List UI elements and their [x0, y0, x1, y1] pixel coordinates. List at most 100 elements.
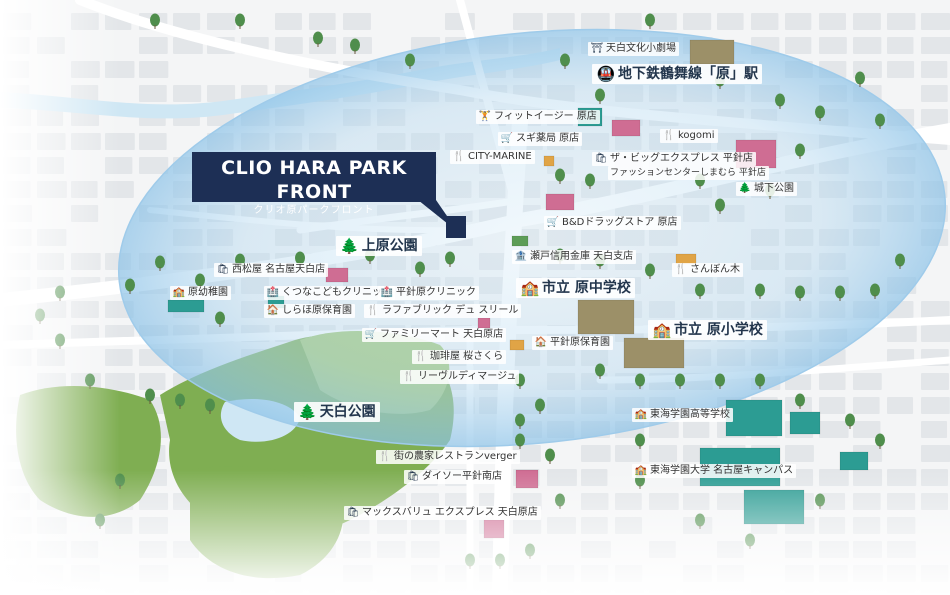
tree: [545, 448, 555, 462]
tree: [535, 398, 545, 412]
poi-shiraho[interactable]: 🏠しらほ原保育園: [264, 304, 355, 318]
city-block: [649, 445, 678, 462]
poi-tokai-univ[interactable]: 🏫東海学園大学 名古屋キャンパス: [632, 464, 797, 478]
city-block: [921, 421, 948, 438]
building: [623, 337, 685, 369]
tenpaku-park-label[interactable]: 🌲 天白公園: [294, 402, 380, 422]
poi-label: CITY-MARINE: [468, 151, 532, 162]
poi-sanpongi[interactable]: 🍴さんぼん木: [672, 263, 743, 277]
clinic-icon: 🏥: [380, 287, 394, 298]
poi-hirabari-clinic[interactable]: 🏥平針原クリニック: [378, 286, 479, 300]
tree: [635, 373, 645, 387]
poi-hara-kindergarten[interactable]: 🏫原幼稚園: [170, 286, 231, 300]
poi-bnd[interactable]: 🛒B&Dドラッグストア 原店: [544, 216, 681, 230]
hara-es-label[interactable]: 🏫 市立 原小学校: [648, 320, 767, 340]
poi-big-express[interactable]: 🛍ザ・ビッグエクスプレス 平針店: [592, 152, 756, 166]
poi-label: ザ・ビッグエクスプレス 平針店: [610, 153, 753, 164]
tree: [555, 168, 565, 182]
shop-icon: 🛍: [594, 153, 608, 164]
poi-kutsuna[interactable]: 🏥くつなこどもクリニック: [264, 286, 395, 300]
poi-label: 平針原保育園: [550, 337, 610, 348]
building: [611, 119, 641, 137]
cart-icon: 🛒: [364, 329, 378, 340]
city-block: [717, 13, 744, 30]
poi-label: 城下公園: [754, 183, 794, 194]
poi-label: 街の農家レストランverger: [394, 451, 517, 462]
city-block: [921, 397, 950, 414]
tree: [795, 285, 805, 299]
city-block: [683, 421, 710, 438]
city-block: [853, 373, 882, 390]
kamihara-park-label[interactable]: 🌲 上原公園: [336, 236, 422, 256]
city-block: [207, 85, 236, 102]
city-block: [275, 13, 302, 30]
tree: [215, 311, 225, 325]
poi-verger[interactable]: 🍴街の農家レストランverger: [376, 450, 520, 464]
poi-label: リーヴルディマージュ: [418, 371, 517, 382]
building: [577, 299, 635, 335]
poi-seto-bank[interactable]: 🏦瀬戸信用金庫 天白支店: [512, 250, 637, 264]
tree: [415, 261, 425, 275]
poi-label: ラファブリック デュ スリール: [382, 305, 519, 316]
tree: [755, 283, 765, 297]
poi-label: 原幼稚園: [188, 287, 228, 298]
poi-familymart[interactable]: 🛒ファミリーマート 天白原店: [362, 328, 507, 342]
building: [689, 39, 735, 65]
poi-kogomi[interactable]: 🍴kogomi: [660, 129, 718, 143]
hara-jhs-label[interactable]: 🏫 市立 原中学校: [516, 278, 635, 298]
city-block: [139, 373, 166, 390]
train-icon: 🚇: [596, 65, 616, 83]
tree: [835, 285, 845, 299]
poi-la-fabrique[interactable]: 🍴ラファブリック デュ スリール: [364, 304, 522, 318]
poi-city-marine[interactable]: 🍴CITY-MARINE: [450, 150, 535, 164]
city-block: [615, 13, 642, 30]
city-block: [921, 445, 950, 462]
tree: [445, 251, 455, 265]
city-block: [853, 397, 880, 414]
school-icon: 🏫: [520, 279, 540, 297]
tree: [895, 253, 905, 267]
tree: [715, 373, 725, 387]
poi-jokashita-park[interactable]: 🌲城下公園: [736, 182, 797, 196]
poi-tenpaku-theater[interactable]: ⛩天白文化小劇場: [588, 42, 679, 56]
city-block: [921, 325, 950, 342]
poi-label: 天白文化小劇場: [606, 43, 676, 54]
poi-shimamura[interactable]: ファッションセンターしまむら 平針店: [608, 166, 769, 180]
poi-label: B&Dドラッグストア 原店: [562, 217, 678, 228]
poi-label: マックスバリュ エクスプレス 天白原店: [362, 507, 538, 518]
tree: [155, 255, 165, 269]
poi-hirabari-nursery[interactable]: 🏠平針原保育園: [532, 336, 613, 350]
city-block: [513, 445, 541, 462]
property-callout: CLIO HARA PARK FRONT クリオ原パークフロント: [192, 152, 436, 216]
poi-label: さんぼん木: [690, 264, 740, 275]
city-block: [139, 37, 168, 54]
city-block: [887, 61, 915, 78]
poi-nishimatsuya[interactable]: 🛍西松屋 名古屋天白店: [214, 263, 329, 277]
city-block: [343, 13, 371, 30]
restaurant-icon: 🍴: [414, 351, 428, 362]
poi-label: 瀬戸信用金庫 天白支店: [530, 251, 634, 262]
poi-maxvalu[interactable]: 🛍マックスバリュ エクスプレス 天白原店: [344, 506, 541, 520]
tree: [295, 251, 305, 265]
poi-label: ファッションセンターしまむら 平針店: [610, 168, 766, 178]
restaurant-icon: 🍴: [674, 264, 688, 275]
tree: [635, 433, 645, 447]
poi-label: スギ薬局 原店: [516, 133, 580, 144]
poi-coffee-sakura[interactable]: 🍴珈琲屋 桜さくら: [412, 350, 507, 364]
poi-daiso[interactable]: 🛍ダイソー平針南店: [404, 470, 505, 484]
property-name-ja: クリオ原パークフロント: [253, 205, 375, 216]
poi-reveil[interactable]: 🍴リーヴルディマージュ: [400, 370, 520, 384]
poi-label: ダイソー平針南店: [422, 471, 502, 482]
station-label[interactable]: 🚇 地下鉄鶴舞線「原」駅: [592, 64, 762, 84]
tree: [515, 433, 525, 447]
tree: [845, 413, 855, 427]
station-name: 地下鉄鶴舞線「原」駅: [618, 66, 758, 82]
bank-icon: 🏦: [514, 251, 528, 262]
city-block: [853, 13, 881, 30]
poi-tokai-hs[interactable]: 🏫東海学園高等学校: [632, 408, 733, 422]
city-block: [853, 37, 882, 54]
city-block: [785, 13, 812, 30]
poi-fit-easy[interactable]: 🏋フィットイージー 原店: [476, 110, 600, 124]
poi-sugi[interactable]: 🛒スギ薬局 原店: [498, 132, 583, 146]
